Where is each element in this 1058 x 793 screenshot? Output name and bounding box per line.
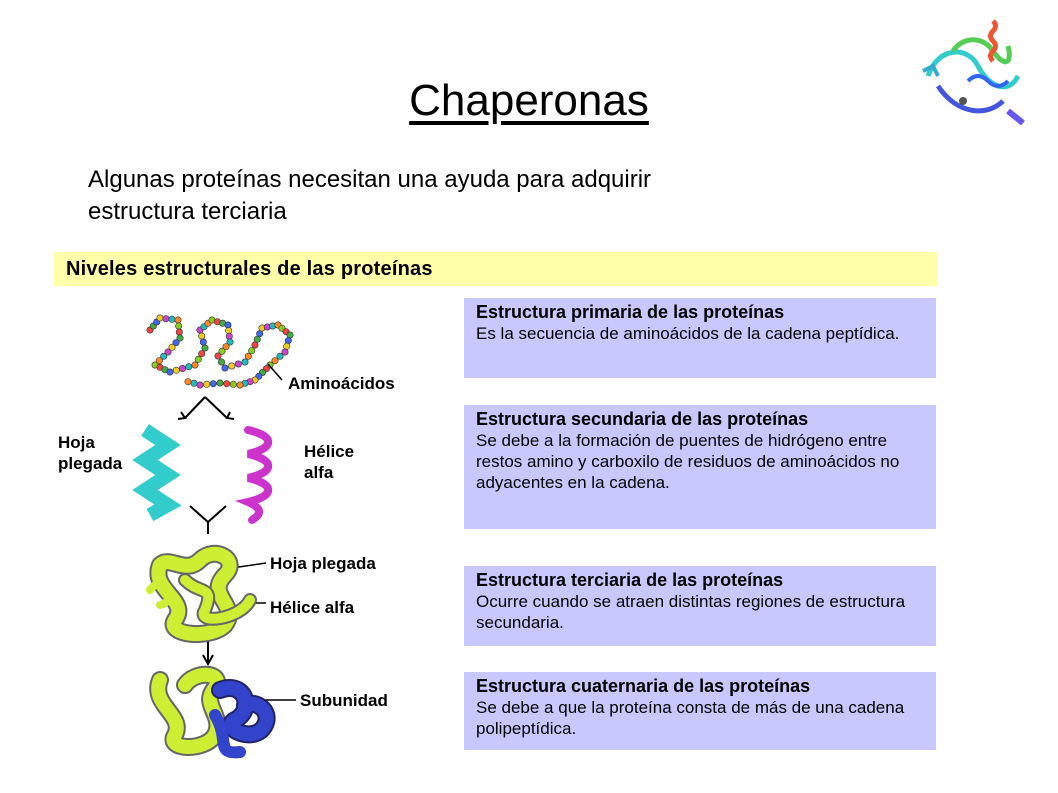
quaternary-structure-icon: [149, 665, 276, 759]
amino-acid-bead: [198, 332, 206, 340]
amino-acid-bead: [281, 348, 289, 356]
info-box-tertiary: Estructura terciaria de las proteínas Oc…: [464, 566, 936, 646]
amino-acid-bead: [168, 315, 176, 323]
amino-acid-bead: [225, 332, 233, 340]
amino-acid-bead: [190, 379, 198, 387]
label-helice-alfa-tertiary: Hélice alfa: [270, 598, 355, 617]
amino-acid-bead: [283, 342, 291, 350]
amino-acid-bead: [276, 352, 284, 360]
subunit-pointer: [231, 363, 296, 701]
amino-acid-bead: [175, 322, 183, 330]
label-aminoacidos: Aminoácidos: [288, 374, 395, 393]
amino-acid-bead: [222, 343, 230, 351]
amino-acid-bead: [196, 381, 204, 389]
amino-acid-bead: [228, 362, 236, 370]
amino-acid-bead: [214, 352, 222, 360]
amino-acid-bead: [198, 350, 206, 358]
label-subunidad: Subunidad: [300, 691, 388, 710]
label-alfa: alfa: [304, 463, 334, 482]
amino-acid-bead: [160, 352, 168, 360]
tertiary-structure-icon: [146, 544, 257, 644]
amino-acid-bead: [248, 347, 256, 355]
amino-acid-bead: [221, 364, 229, 372]
alpha-helix-icon: [235, 426, 272, 524]
figure-banner: Niveles estructurales de las proteínas: [54, 252, 938, 286]
amino-acid-bead: [236, 381, 244, 389]
amino-acid-bead: [244, 352, 252, 360]
amino-acid-bead: [226, 338, 234, 346]
box-heading: Estructura cuaternaria de las proteínas: [476, 676, 811, 696]
amino-acid-bead: [241, 358, 249, 366]
split-arrow: [177, 396, 235, 420]
amino-acid-bead: [172, 339, 180, 347]
box-heading: Estructura primaria de las proteínas: [476, 302, 785, 322]
amino-acid-bead: [156, 314, 164, 322]
box-body: Ocurre cuando se atraen distintas region…: [476, 592, 906, 632]
beta-sheet-icon: [132, 424, 182, 522]
label-helice: Hélice: [304, 442, 355, 461]
amino-acid-bead: [162, 315, 170, 323]
amino-acid-bead: [271, 357, 279, 365]
info-box-primary: Estructura primaria de las proteínas Es …: [464, 298, 936, 378]
info-box-secondary: Estructura secundaria de las proteínas S…: [464, 405, 936, 529]
amino-acid-bead: [172, 366, 180, 374]
box-heading: Estructura secundaria de las proteínas: [476, 409, 809, 429]
amino-acid-bead: [164, 348, 172, 356]
banner-title: Niveles estructurales de las proteínas: [66, 258, 433, 280]
slide-title: Chaperonas: [409, 76, 649, 125]
amino-acid-bead: [224, 321, 232, 329]
down-arrow: [202, 640, 214, 667]
amino-acid-bead: [185, 363, 193, 371]
merge-arrow: [189, 505, 227, 534]
amino-acid-bead: [234, 360, 242, 368]
amino-acid-bead: [229, 380, 237, 388]
amino-acid-bead: [184, 378, 192, 386]
box-body: Es la secuencia de aminoácidos de la cad…: [476, 324, 900, 343]
label-hoja: Hoja: [58, 433, 95, 452]
amino-acid-bead: [166, 368, 174, 376]
amino-acid-bead: [218, 358, 226, 366]
amino-acid-bead: [194, 355, 202, 363]
box-body: Se debe a que la proteína consta de más …: [476, 698, 905, 738]
amino-acid-bead: [203, 380, 211, 388]
amino-acid-bead: [174, 316, 182, 324]
amino-acid-bead: [179, 364, 187, 372]
amino-acid-bead: [201, 344, 209, 352]
amino-acid-bead: [209, 380, 217, 388]
amino-acid-bead: [223, 380, 231, 388]
amino-acid-bead: [176, 334, 184, 342]
box-heading: Estructura terciaria de las proteínas: [476, 570, 784, 590]
amino-acid-bead: [216, 379, 224, 387]
amino-acid-bead: [175, 328, 183, 336]
amino-acid-bead: [199, 338, 207, 346]
protein-ribbon-logo: [922, 19, 1025, 126]
amino-acid-bead: [191, 361, 199, 369]
label-hoja-plegada-tertiary: Hoja plegada: [270, 554, 376, 573]
info-box-quaternary: Estructura cuaternaria de las proteínas …: [464, 672, 936, 750]
amino-acid-bead: [218, 347, 226, 355]
box-body: Se debe a la formación de puentes de hid…: [476, 431, 900, 492]
amino-acid-bead: [168, 343, 176, 351]
amino-acid-bead: [286, 331, 294, 339]
amino-acid-chain: [146, 314, 294, 389]
label-plegada: plegada: [58, 454, 123, 473]
slide-subtitle: Algunas proteínas necesitan una ayuda pa…: [88, 166, 652, 225]
